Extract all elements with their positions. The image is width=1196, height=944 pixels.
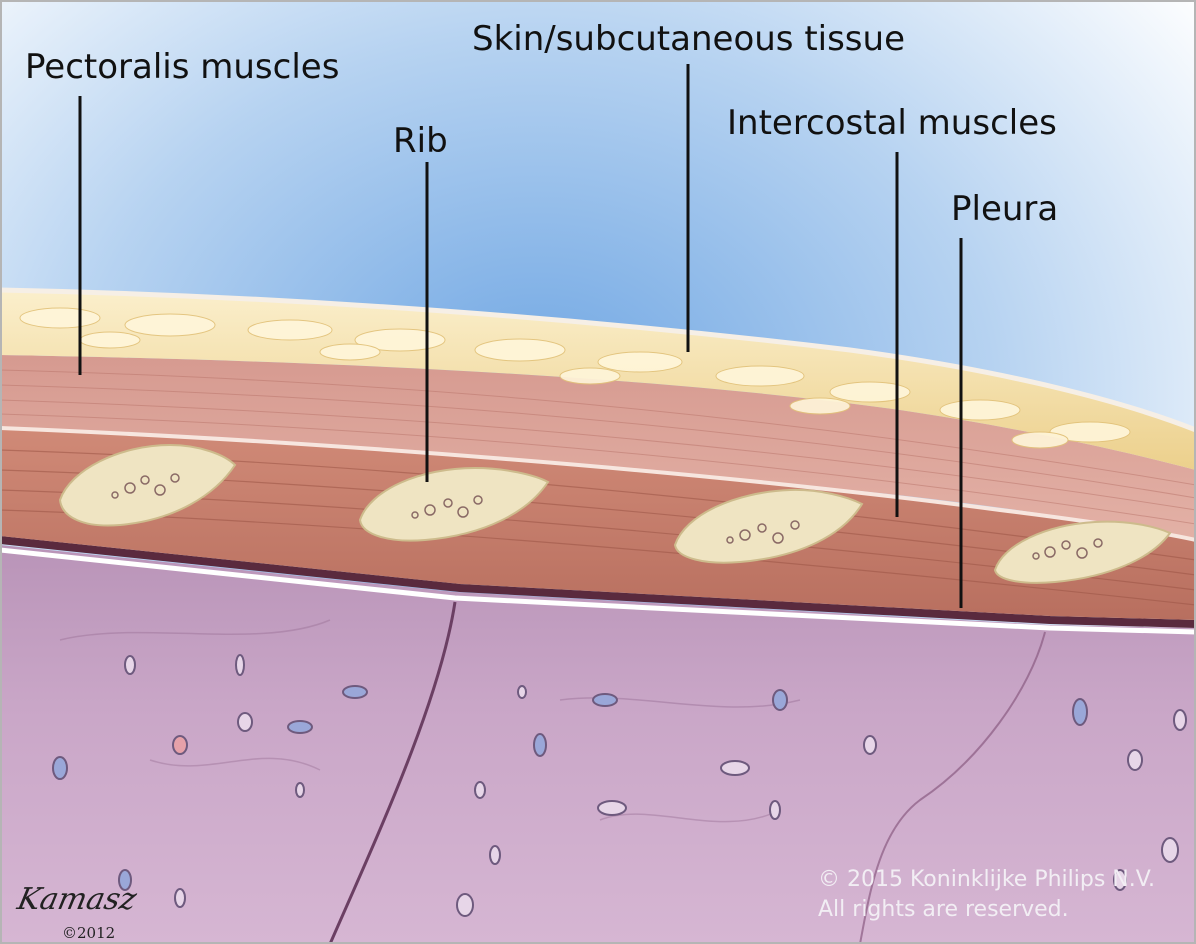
label-rib: Rib: [393, 124, 448, 158]
label-pectoralis-muscles: Pectoralis muscles: [25, 50, 339, 84]
label-intercostal-muscles: Intercostal muscles: [727, 106, 1057, 140]
label-skin-subcutaneous: Skin/subcutaneous tissue: [472, 22, 905, 56]
copyright-line-2: All rights are reserved.: [818, 896, 1069, 925]
label-pleura: Pleura: [951, 192, 1058, 226]
copyright-line-1: © 2015 Koninklijke Philips N.V.: [818, 866, 1155, 895]
signature-year: ©2012: [62, 924, 115, 942]
artist-signature: Kamasz: [14, 882, 139, 917]
